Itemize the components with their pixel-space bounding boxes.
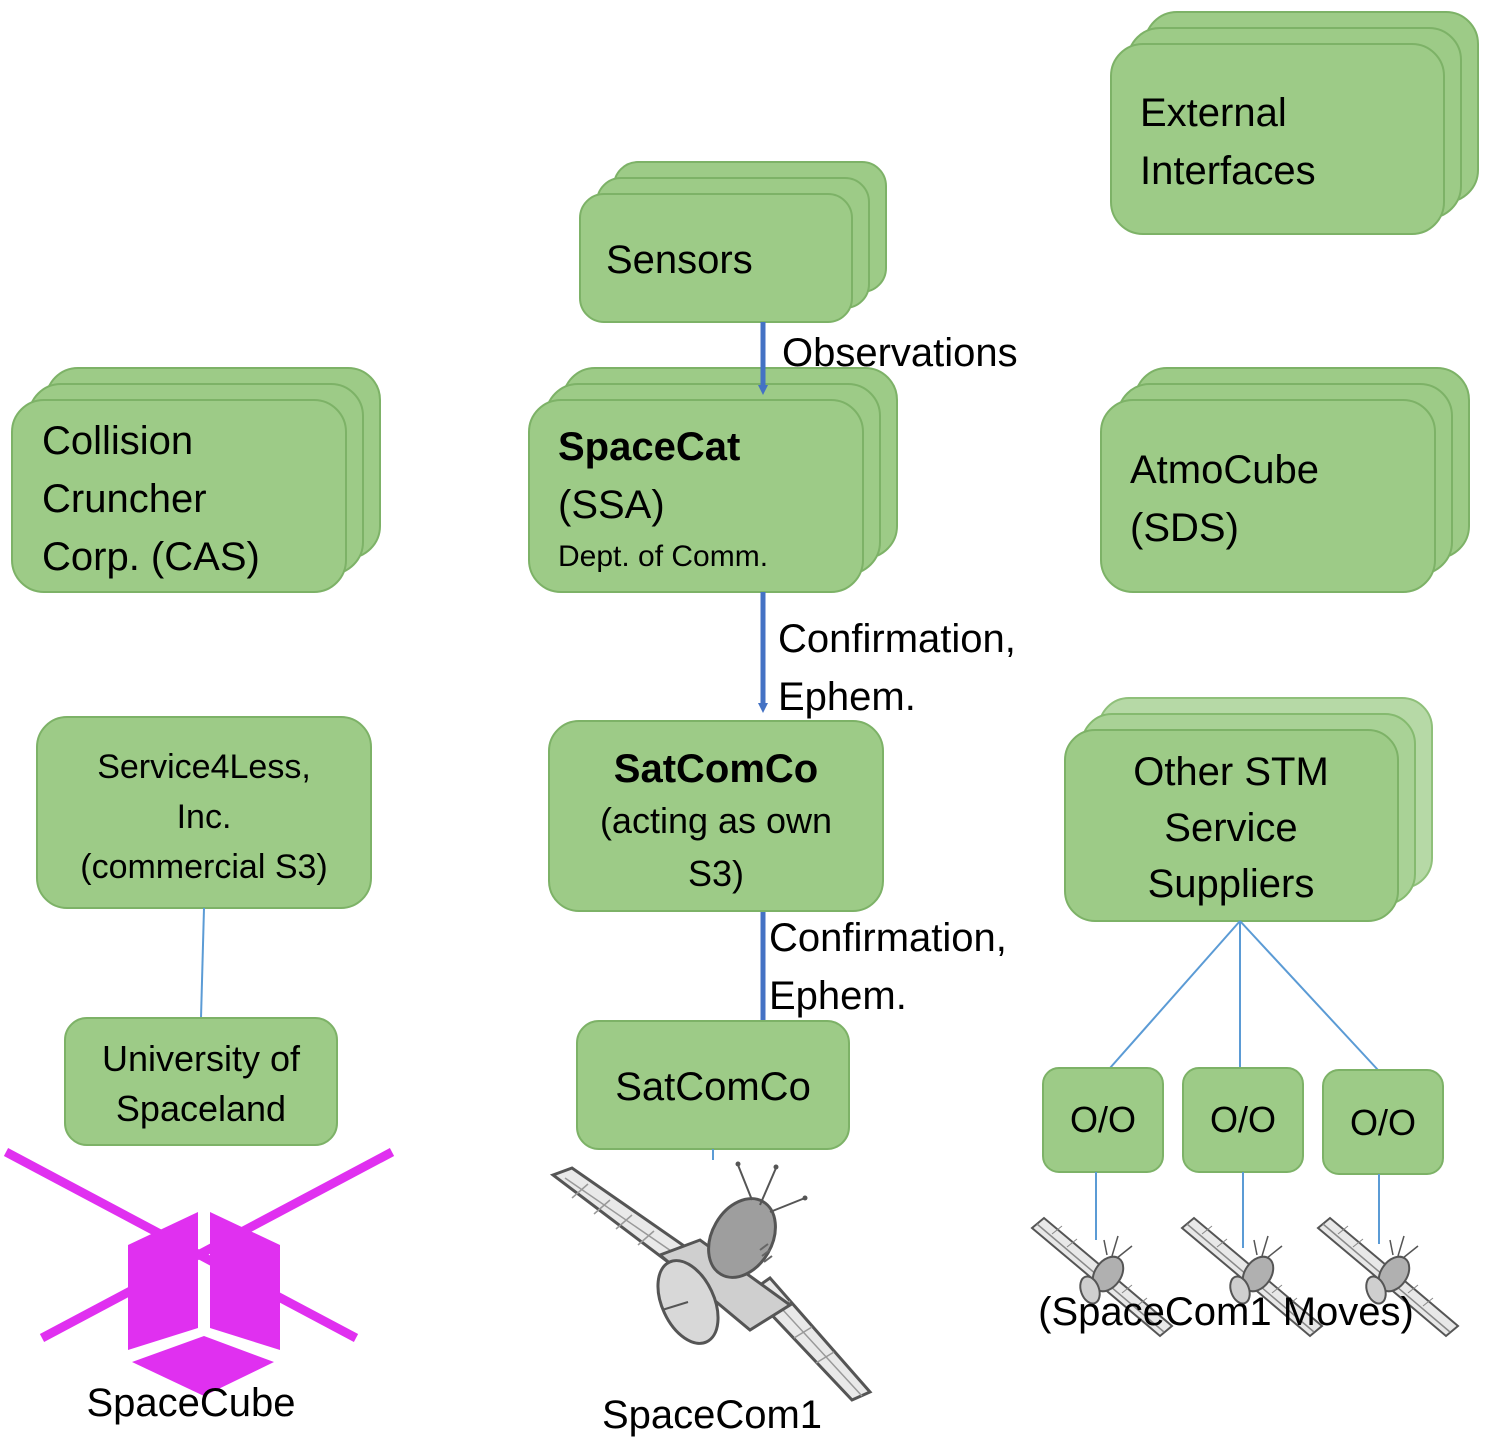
spacecat-line3: Dept. of Comm.: [558, 540, 768, 573]
oo-box-3[interactable]: O/O: [1322, 1069, 1444, 1175]
spacecat-title: SpaceCat: [558, 425, 740, 469]
service4less-line3: (commercial S3): [80, 848, 327, 886]
spacecat-box[interactable]: SpaceCat (SSA) Dept. of Comm.: [528, 367, 898, 593]
stm-oo1-link: [1109, 920, 1241, 1069]
atmocube-line1: AtmoCube: [1130, 448, 1319, 492]
confirmation-2-line1: Confirmation,: [769, 916, 1007, 960]
confirmation-1-line2: Ephem.: [778, 675, 916, 719]
university-line2: Spaceland: [116, 1088, 286, 1129]
satcomco-operator-label: SatComCo: [615, 1065, 811, 1109]
other-stm-line1: Other STM: [1133, 750, 1329, 794]
collision-line2: Cruncher: [42, 477, 207, 521]
satcomco-s3-title: SatComCo: [614, 747, 818, 791]
university-box[interactable]: University of Spaceland: [64, 1017, 338, 1146]
collision-cruncher-box[interactable]: Collision Cruncher Corp. (CAS): [11, 367, 381, 593]
stm-oo3-link: [1239, 920, 1379, 1071]
external-interfaces-line1: External: [1140, 91, 1287, 135]
sensors-label: Sensors: [606, 238, 753, 282]
oo-2-label: O/O: [1210, 1099, 1276, 1140]
moves-caption: (SpaceCom1 Moves): [1038, 1290, 1414, 1334]
observations-label: Observations: [782, 331, 1018, 375]
external-interfaces-box[interactable]: External Interfaces: [1110, 11, 1479, 235]
confirmation-1-line1: Confirmation,: [778, 617, 1016, 661]
collision-line3: Corp. (CAS): [42, 535, 260, 579]
oo-box-2[interactable]: O/O: [1182, 1067, 1304, 1173]
service4less-box[interactable]: Service4Less, Inc. (commercial S3): [36, 716, 372, 909]
satcomco-s3-line3: S3): [688, 853, 744, 894]
spacecom1-caption: SpaceCom1: [602, 1393, 822, 1437]
other-stm-line3: Suppliers: [1148, 862, 1315, 906]
satcomco-s3-box[interactable]: SatComCo (acting as own S3): [548, 720, 884, 912]
oo-3-label: O/O: [1350, 1102, 1416, 1143]
satcomco-operator-box[interactable]: SatComCo: [576, 1020, 850, 1150]
collision-line1: Collision: [42, 419, 193, 463]
confirmation-2-line2: Ephem.: [769, 974, 907, 1018]
sensors-box[interactable]: Sensors: [579, 161, 887, 323]
service4less-line2: Inc.: [177, 798, 232, 836]
satcomco-s3-line2: (acting as own: [600, 800, 832, 841]
spacecube-caption: SpaceCube: [86, 1381, 295, 1425]
university-line1: University of: [102, 1038, 301, 1079]
oo-box-1[interactable]: O/O: [1042, 1067, 1164, 1173]
oo-1-label: O/O: [1070, 1099, 1136, 1140]
atmocube-line2: (SDS): [1130, 506, 1239, 550]
cubesat-icon: [3, 1148, 395, 1396]
service4less-line1: Service4Less,: [97, 748, 311, 786]
external-interfaces-line2: Interfaces: [1140, 149, 1316, 193]
atmocube-box[interactable]: AtmoCube (SDS): [1100, 367, 1470, 593]
spacecat-line2: (SSA): [558, 483, 665, 527]
satellite-icon: [549, 1149, 873, 1402]
service4less-university-link: [200, 907, 205, 1019]
other-stm-line2: Service: [1164, 806, 1297, 850]
other-stm-box[interactable]: Other STM Service Suppliers: [1064, 697, 1433, 922]
